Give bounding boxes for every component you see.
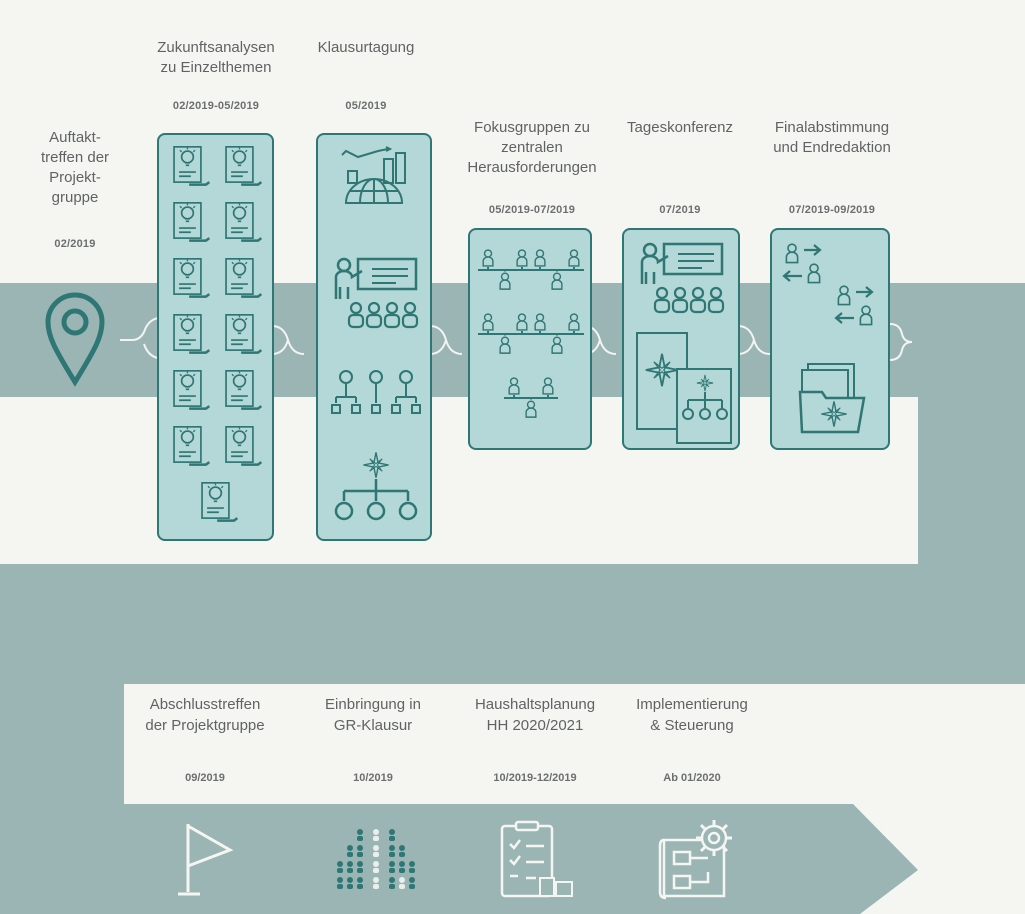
stage-date-fokusgruppen: 05/2019-07/2019 xyxy=(488,204,576,216)
bottom-date-implementierung: Ab 01/2020 xyxy=(663,772,721,784)
stage-box-klausurtagung xyxy=(316,133,432,541)
flag-icon xyxy=(178,824,234,896)
bottom-date-haushaltsplanung: 10/2019-12/2019 xyxy=(493,772,577,784)
stage-box-tageskonferenz xyxy=(622,228,740,450)
bottom-title-implementierung: Implementierung & Steuerung xyxy=(636,696,748,734)
stage-date-zukunftsanalysen: 02/2019-05/2019 xyxy=(172,100,260,112)
stage-title-finalabstimmung: Finalabstimmung und Endredaktion xyxy=(773,119,891,156)
compass-folder-icon xyxy=(798,363,866,434)
stage-title-fokusgruppen: Fokusgruppen zu zentralen Herausforderun… xyxy=(467,119,597,176)
bottom-title-abschlusstreffen: Abschlusstreffen der Projektgruppe xyxy=(145,696,265,734)
org-chart-people-icon xyxy=(331,370,421,414)
people-group-icon xyxy=(478,248,584,440)
stage-box-zukunftsanalysen xyxy=(157,133,274,541)
stage-date-tageskonferenz: 07/2019 xyxy=(659,204,701,216)
assembly-people-icon xyxy=(337,829,415,889)
hierarchy-card-icon xyxy=(676,368,732,444)
stage-title-tageskonferenz: Tageskonferenz xyxy=(627,119,733,136)
bottom-date-abschlusstreffen: 09/2019 xyxy=(185,772,225,784)
bottom-title-einbringung: Einbringung in GR-Klausur xyxy=(325,696,421,734)
stage-date-klausurtagung: 05/2019 xyxy=(345,100,387,112)
idea-document-icon xyxy=(172,145,263,522)
growth-chart-globe-icon xyxy=(341,146,406,204)
presentation-audience-icon xyxy=(334,257,419,329)
bottom-date-einbringung: 10/2019 xyxy=(353,772,393,784)
stage-box-finalabstimmung xyxy=(770,228,890,450)
bottom-panel xyxy=(124,684,1025,804)
exchange-people-icon xyxy=(782,243,874,326)
bottom-title-haushaltsplanung: Haushaltsplanung HH 2020/2021 xyxy=(474,696,596,734)
budget-clipboard-icon xyxy=(500,820,573,898)
compass-hierarchy-icon xyxy=(334,451,418,521)
start-title: Auftakt- treffen der Projekt- gruppe xyxy=(40,129,110,206)
stage-box-fokusgruppen xyxy=(468,228,592,450)
timeline-arrow xyxy=(0,804,918,914)
location-pin-icon xyxy=(45,292,105,387)
start-date: 02/2019 xyxy=(54,238,96,250)
stage-title-klausurtagung: Klausurtagung xyxy=(317,39,415,56)
stage-title-zukunftsanalysen: Zukunftsanalysen zu Einzelthemen xyxy=(157,39,275,76)
presentation-audience-icon xyxy=(640,242,725,314)
gear-blueprint-icon xyxy=(658,820,732,900)
timeline-band-middle xyxy=(0,564,1025,684)
stage-date-finalabstimmung: 07/2019-09/2019 xyxy=(788,204,876,216)
